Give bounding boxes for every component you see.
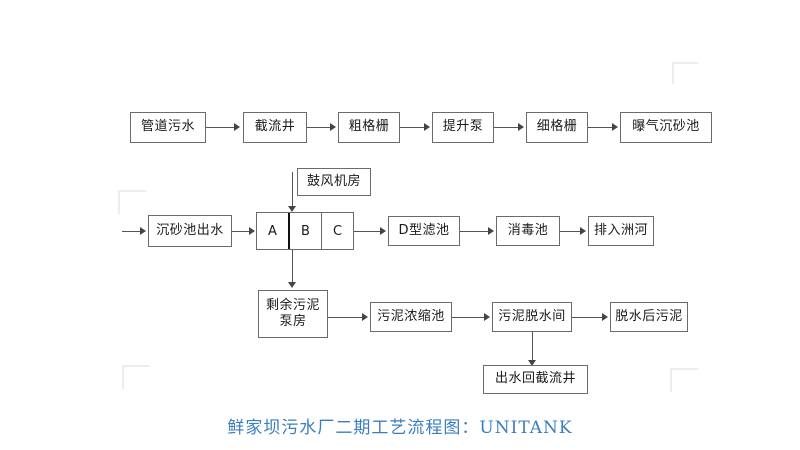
arrowhead-d-filter-to-disinfection: [488, 227, 494, 235]
arrowhead-coarse-screen-to-lift-pump: [424, 123, 430, 131]
node-aerated-grit-chamber[interactable]: 曝气沉砂池: [620, 112, 712, 143]
connector-unitank-to-sludge-pump: [292, 250, 293, 284]
node-intercepting-well[interactable]: 截流井: [243, 112, 307, 143]
arrowhead-grit-effluent-to-unitank: [249, 227, 255, 235]
arrowhead-pipe-to-well: [234, 123, 240, 131]
node-d-filter[interactable]: D型滤池: [388, 216, 460, 246]
guide-mark-top-right: [672, 62, 698, 84]
unitank-cell-b[interactable]: B: [288, 213, 321, 249]
node-sludge-thickener[interactable]: 污泥浓缩池: [370, 302, 452, 332]
guide-mark-lower-left: [122, 365, 150, 389]
connector-grit-effluent-to-unitank: [232, 231, 252, 232]
arrowhead-dewatering-to-dewatered-sludge: [602, 313, 608, 321]
arrowhead-lift-pump-to-fine-screen: [518, 123, 524, 131]
arrowhead-unitank-to-d-filter: [380, 227, 386, 235]
unitank-cell-c[interactable]: C: [321, 213, 353, 249]
node-effluent-back-to-well[interactable]: 出水回截流井: [483, 365, 588, 394]
node-surplus-sludge-pump-room[interactable]: 剩余污泥 泵房: [258, 290, 328, 338]
guide-mark-top-left: [118, 190, 146, 214]
arrowhead-dewatering-to-effluent-return: [528, 360, 536, 366]
node-disinfection-tank[interactable]: 消毒池: [496, 216, 560, 246]
unitank-cell-a[interactable]: A: [268, 223, 277, 239]
arrowhead-disinfection-to-discharge: [580, 227, 586, 235]
connector-dewatering-to-dewatered-sludge: [572, 317, 604, 318]
connector-dewatering-to-effluent-return: [532, 332, 533, 362]
connector-lift-pump-to-fine-screen: [494, 127, 520, 128]
unitank-reactor[interactable]: A B C: [256, 212, 354, 250]
connector-thickener-to-dewatering: [452, 317, 486, 318]
connector-well-to-coarse-screen: [307, 127, 332, 128]
arrowhead-fine-screen-to-grit-chamber: [612, 123, 618, 131]
arrowhead-thickener-to-dewatering: [484, 313, 490, 321]
node-sludge-dewatering-room[interactable]: 污泥脱水间: [492, 302, 572, 332]
node-pipe-sewage[interactable]: 管道污水: [130, 112, 206, 143]
connector-pipe-to-well: [206, 127, 236, 128]
node-discharge-river[interactable]: 排入洲河: [588, 216, 654, 246]
node-coarse-screen[interactable]: 粗格栅: [338, 112, 400, 143]
connector-unitank-to-d-filter: [354, 231, 382, 232]
connector-coarse-screen-to-lift-pump: [400, 127, 426, 128]
connector-d-filter-to-disinfection: [460, 231, 490, 232]
arrowhead-unitank-to-sludge-pump: [288, 282, 296, 288]
node-grit-effluent[interactable]: 沉砂池出水: [148, 215, 232, 247]
node-blower-room[interactable]: 鼓风机房: [297, 168, 371, 196]
connector-disinfection-to-discharge: [560, 231, 582, 232]
node-dewatered-sludge[interactable]: 脱水后污泥: [610, 302, 688, 332]
connector-inflow-to-grit-effluent: [122, 231, 142, 232]
node-lift-pump[interactable]: 提升泵: [432, 112, 494, 143]
node-fine-screen[interactable]: 细格栅: [526, 112, 588, 143]
arrowhead-blower-to-unitank: [288, 206, 296, 212]
arrowhead-sludge-pump-to-thickener: [362, 313, 368, 321]
guide-mark-lower-right: [670, 368, 698, 392]
arrowhead-well-to-coarse-screen: [330, 123, 336, 131]
connector-blower-to-unitank: [292, 172, 293, 208]
diagram-caption: 鲜家坝污水厂二期工艺流程图：UNITANK: [227, 418, 573, 438]
connector-sludge-pump-to-thickener: [328, 317, 364, 318]
connector-fine-screen-to-grit-chamber: [588, 127, 614, 128]
arrowhead-inflow-to-grit-effluent: [140, 227, 146, 235]
